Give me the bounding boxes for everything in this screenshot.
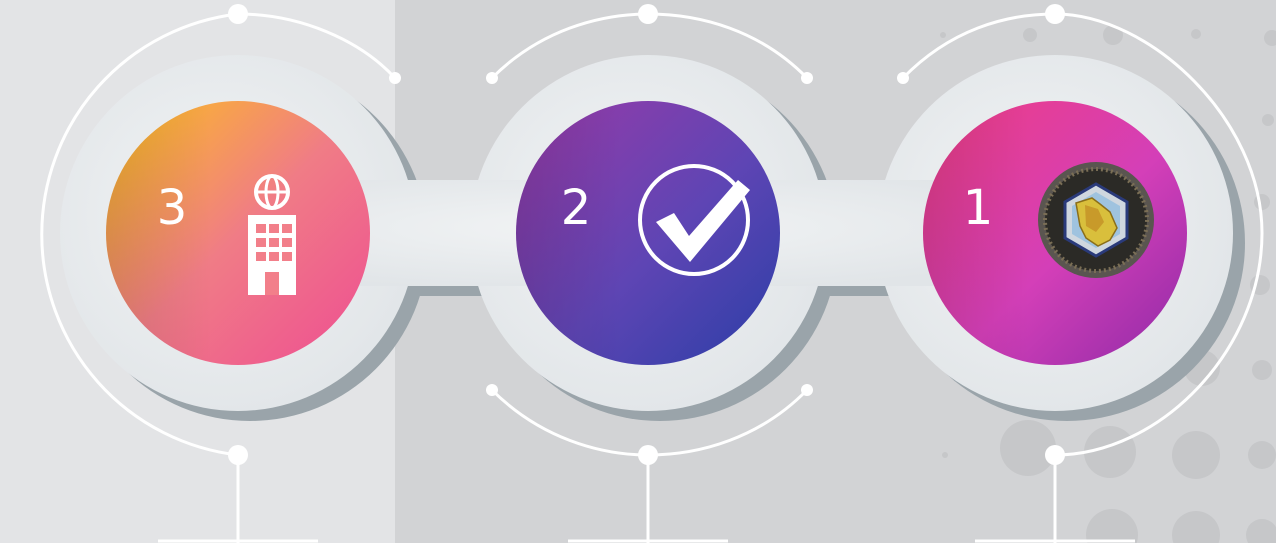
step-1: 1 xyxy=(923,101,1187,365)
connector-lines xyxy=(40,12,1264,543)
connector-nodes xyxy=(228,4,1065,465)
globe-building-icon xyxy=(248,174,296,295)
step-2: 2 xyxy=(516,101,780,365)
checkmark-circle-icon xyxy=(638,164,750,276)
step-3: 3 xyxy=(106,101,370,365)
step-3-number: 3 xyxy=(157,180,188,236)
step-1-number: 1 xyxy=(963,180,994,236)
gcc-emblem-icon xyxy=(1038,162,1154,278)
step-2-number: 2 xyxy=(561,180,592,236)
decorative-dots xyxy=(940,25,1276,543)
